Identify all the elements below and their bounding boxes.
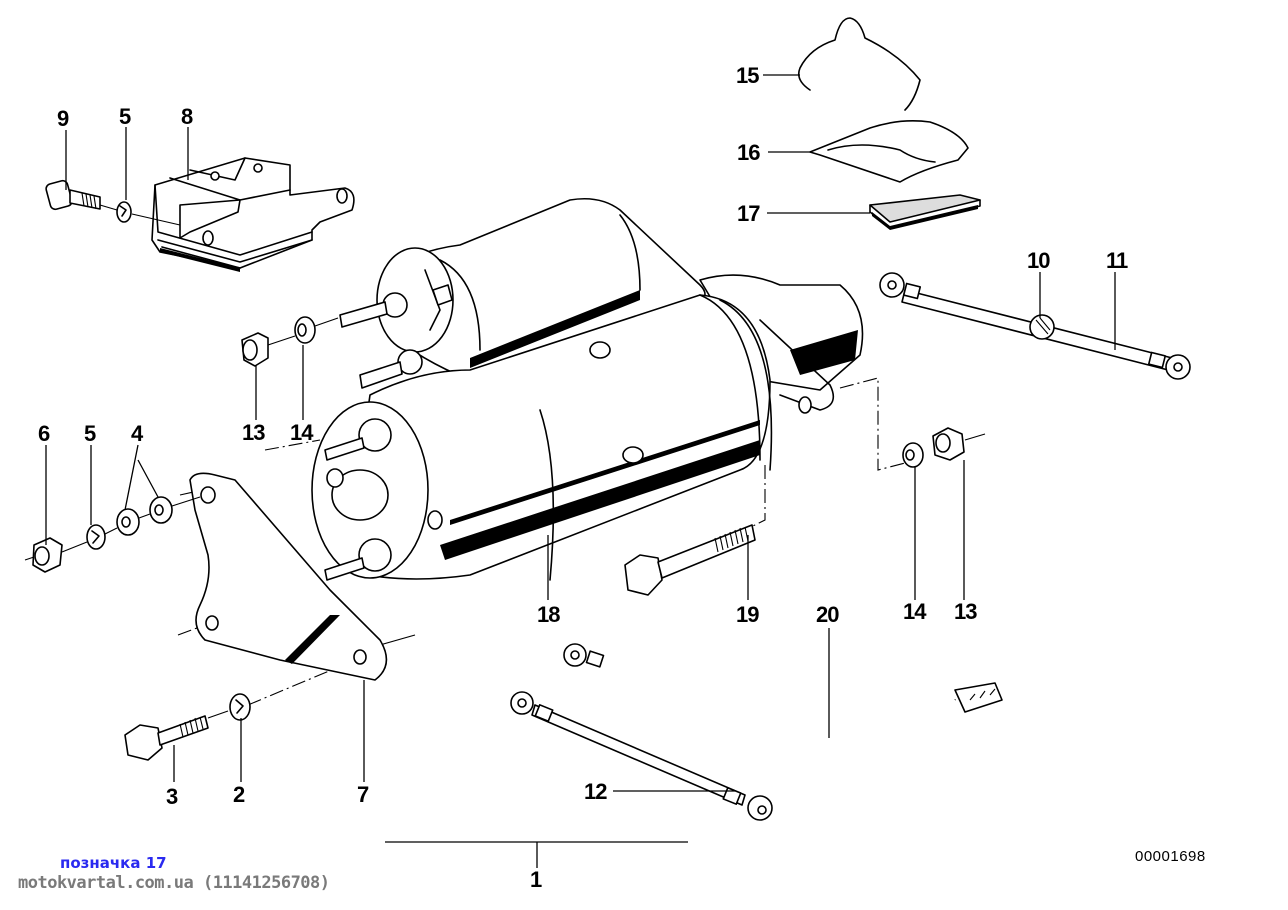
callout-13-right: 13	[954, 599, 977, 624]
battery-cable-part-12[interactable]	[510, 691, 773, 821]
bolt-part-3[interactable]	[124, 715, 209, 761]
callout-16: 16	[737, 140, 760, 165]
brush-cover-part-16[interactable]	[809, 120, 969, 183]
callout-19: 19	[736, 602, 759, 627]
watermark-site: motokvartal.com.ua (11141256708)	[18, 873, 330, 893]
relay-box-part-8[interactable]	[151, 157, 355, 272]
callout-17: 17	[737, 201, 760, 226]
through-bolt-part-19[interactable]	[624, 524, 756, 596]
bracket-part-7[interactable]	[189, 472, 388, 681]
lock-washer-part-5-left[interactable]	[86, 524, 106, 550]
callout-5-left: 5	[84, 421, 96, 446]
callout-10: 10	[1027, 248, 1050, 273]
callout-8: 8	[181, 104, 193, 129]
callout-9: 9	[57, 106, 69, 131]
lock-washer-part-2[interactable]	[229, 693, 251, 721]
washer-part-14-right[interactable]	[902, 442, 924, 468]
felt-pad-part-17[interactable]	[869, 194, 981, 230]
callout-15: 15	[736, 63, 759, 88]
callout-5-top: 5	[119, 104, 131, 129]
callout-3: 3	[166, 784, 178, 809]
cable-with-connector-part-20[interactable]	[563, 643, 1003, 741]
callout-13-top: 13	[242, 420, 265, 445]
nut-part-6[interactable]	[32, 537, 63, 573]
cable-sleeve-part-10[interactable]	[1029, 314, 1055, 340]
callout-1-assembly: 1	[530, 867, 542, 892]
starter-motor-part-18[interactable]	[311, 197, 864, 581]
nut-part-13-right[interactable]	[932, 427, 965, 461]
callout-12: 12	[584, 779, 607, 804]
document-number: 00001698	[1135, 848, 1206, 865]
callout-4: 4	[131, 421, 144, 446]
callout-7: 7	[357, 782, 369, 807]
callout-11: 11	[1106, 248, 1128, 273]
wire-clip-part-15[interactable]	[797, 17, 921, 111]
washer-part-14-top[interactable]	[294, 316, 316, 344]
nut-part-13-top[interactable]	[241, 332, 269, 367]
callout-14-right: 14	[903, 599, 927, 624]
callout-20: 20	[816, 602, 839, 627]
watermark-label: позначка 17	[60, 854, 167, 872]
washer-part-4[interactable]	[116, 496, 173, 536]
lock-washer-part-5-top[interactable]	[116, 201, 132, 223]
callout-2: 2	[233, 782, 245, 807]
callout-18: 18	[537, 602, 560, 627]
bolt-part-9[interactable]	[45, 179, 101, 211]
callout-14-top: 14	[290, 420, 314, 445]
callout-6: 6	[38, 421, 50, 446]
